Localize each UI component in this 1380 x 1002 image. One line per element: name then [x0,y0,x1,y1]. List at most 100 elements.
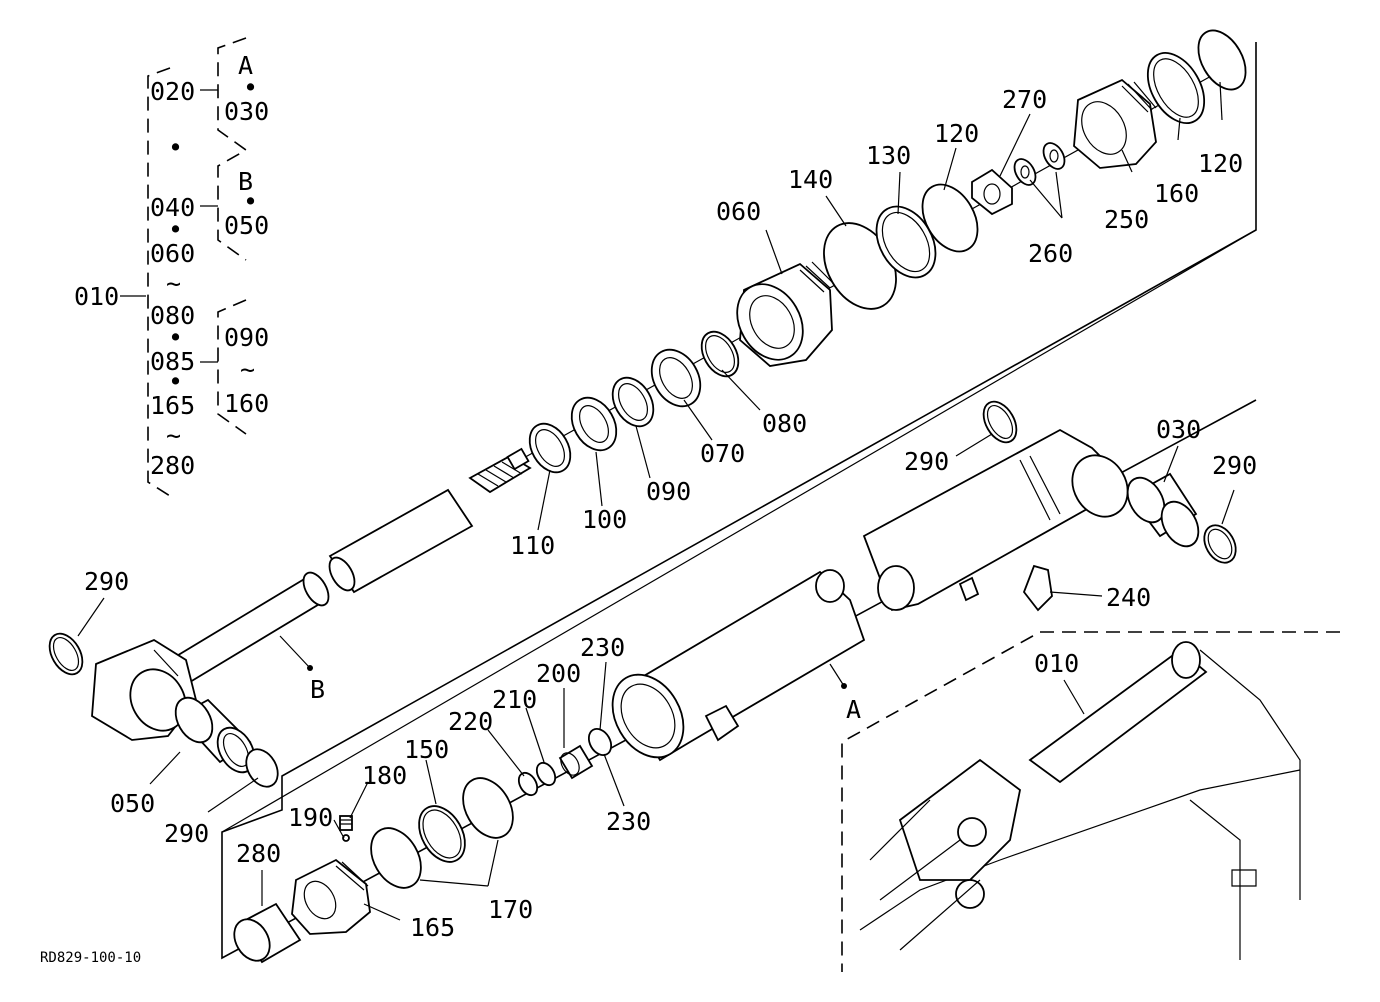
part-080 [700,330,740,378]
legend-row-280: 280 [150,451,195,480]
legend-bullet: • [243,187,258,216]
part-260-a [1013,158,1037,186]
part-100 [570,396,618,452]
callout-190: 190 [288,803,333,832]
legend-bullet: • [168,367,183,396]
part-210 [535,761,557,787]
leader-lines [77,81,1235,921]
drawing-code: RD829-100-10 [40,950,141,966]
legend-group-a-letter: A [238,51,253,80]
callout-230-top: 230 [580,633,625,662]
part-290-b [1203,524,1237,564]
callout-050: 050 [110,789,155,818]
callout-290-d: 290 [164,819,209,848]
callout-280: 280 [236,839,281,868]
pointer-dot [841,683,847,689]
callout-090: 090 [646,477,691,506]
callout-220: 220 [448,707,493,736]
part-190-ball [342,834,350,842]
callout-060: 060 [716,197,761,226]
part-230 [587,727,613,757]
legend-row-080: 080 [150,301,195,330]
callout-B: B [310,675,325,704]
part-165-head [291,858,371,935]
callout-210: 210 [492,685,537,714]
rod-seals [528,330,740,474]
legend-bullet: • [168,215,183,244]
legend-tilde: ~ [166,269,181,298]
part-090 [611,376,655,428]
callout-080: 080 [762,409,807,438]
callout-160-top: 160 [1154,179,1199,208]
cylinder-tube-lower [611,569,866,762]
callout-140: 140 [788,165,833,194]
legend-tilde: ~ [240,355,255,384]
cylinder-tube-upper [862,428,1129,612]
legend-row-060: 060 [150,239,195,268]
callout-260: 260 [1028,239,1073,268]
callout-070: 070 [700,439,745,468]
legend-row-020: 020 [150,77,195,106]
callout-240: 240 [1106,583,1151,612]
part-290-c [48,632,84,676]
rod-lower-segment [168,576,328,684]
legend-row-040: 040 [150,193,195,222]
legend-group-b-part: 050 [224,211,269,240]
callout-010-inset: 010 [1034,649,1079,678]
part-030-bushing [1126,472,1200,548]
guide-frame [221,42,1257,960]
callout-120-top: 120 [1198,149,1243,178]
legend-row-085: 085 [150,347,195,376]
callout-230-bottom: 230 [606,807,651,836]
part-240-fitting [1022,564,1053,612]
part-120-top [1197,29,1247,91]
legend-bullet: • [168,323,183,352]
part-290-d [245,748,279,788]
rod-eye [91,638,197,741]
part-200 [558,744,594,780]
part-050-bushing [174,696,256,774]
callout-290-c: 290 [84,567,129,596]
callout-250: 250 [1104,205,1149,234]
callout-030: 030 [1156,415,1201,444]
callout-130: 130 [866,141,911,170]
legend-group-c-to: 160 [224,389,269,418]
part-270-nut [971,168,1013,216]
part-250-piston [1073,78,1157,169]
callout-180: 180 [362,761,407,790]
callout-A: A [846,695,861,724]
part-180-screw [339,815,353,831]
callout-165: 165 [410,913,455,942]
callout-290-b: 290 [1212,451,1257,480]
inset-boom-view [841,631,1340,972]
part-110 [528,422,572,474]
part-280-bushing [233,902,302,964]
legend-assembly: 010 [74,282,119,311]
legend-bullet: • [168,133,183,162]
legend-group-c-from: 090 [224,323,269,352]
part-290-a [982,400,1018,444]
part-160-top [1146,52,1206,124]
pointer-dot [307,665,313,671]
legend-group-a-part: 030 [224,97,269,126]
rod-thread [468,447,532,494]
part-060-gland [736,261,835,367]
callout-290-a: 290 [904,447,949,476]
callout-170: 170 [488,895,533,924]
part-070 [650,348,702,408]
callout-200: 200 [536,659,581,688]
callout-270: 270 [1002,85,1047,114]
part-120-mid [921,183,979,253]
part-170-b [370,827,422,889]
parts-legend: 010 020 • 040 • 060 ~ 080 • 085 • 165 ~ … [74,37,269,497]
legend-row-165: 165 [150,391,195,420]
legend-group-b-letter: B [238,167,253,196]
part-150 [418,805,466,863]
part-170-a [462,777,514,839]
part-260-b [1042,142,1066,170]
callout-110: 110 [510,531,555,560]
callout-120-mid: 120 [934,119,979,148]
callout-100: 100 [582,505,627,534]
callout-150: 150 [404,735,449,764]
